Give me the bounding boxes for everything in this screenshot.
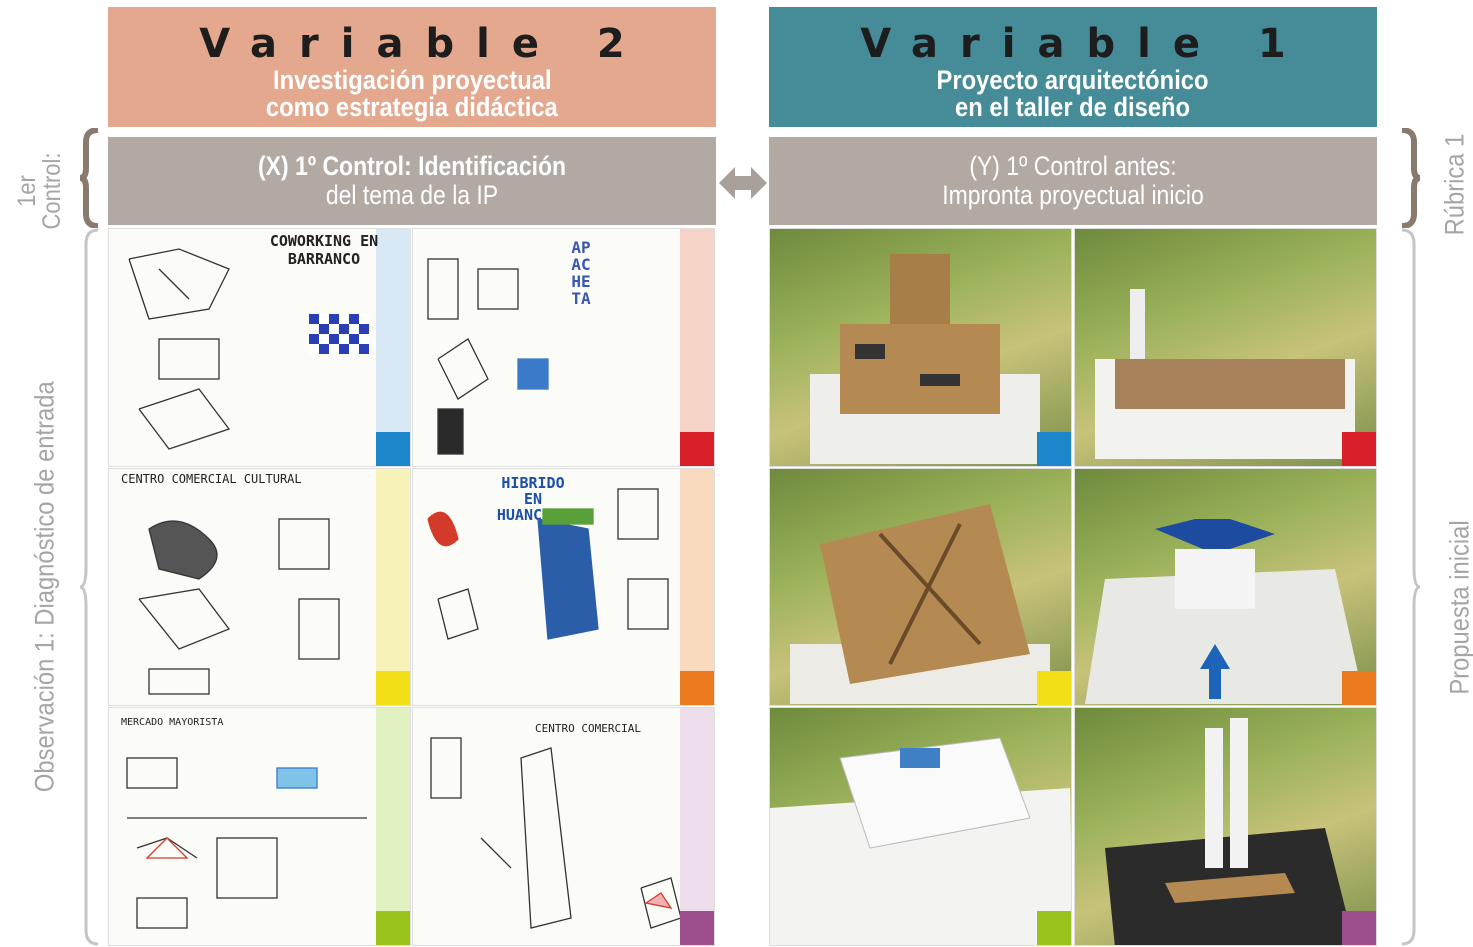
control-x-line2: del tema de la IP (325, 180, 499, 210)
poster-hibrido-title-line2: EN (523, 490, 543, 508)
poster-coworking-checker (309, 314, 369, 354)
photo-marker-purple (1342, 911, 1376, 945)
poster-apacheta-title: APACHETA (571, 238, 591, 308)
model-6-shape (1105, 718, 1355, 945)
double-arrow-icon (719, 167, 767, 199)
poster-centro-comercial-title: CENTRO COMERCIAL (535, 722, 641, 735)
photo-model-2 (1074, 228, 1377, 467)
poster-coworking-sketch (128, 248, 231, 450)
photo-model-1 (769, 228, 1072, 467)
marker-green (376, 911, 410, 945)
marker-purple (680, 911, 714, 945)
poster-centro-cultural-sketch (138, 518, 340, 695)
first-control-label: 1er Control: (0, 140, 80, 229)
poster-mercado: MERCADO MAYORISTA (108, 707, 411, 946)
poster-mercado-sketch (126, 757, 367, 929)
poster-mercado-title: MERCADO MAYORISTA (121, 717, 224, 728)
control-x-bar: (X) 1º Control: Identificación del tema … (108, 137, 716, 225)
model-5-shape (770, 737, 1071, 945)
proposal-label: Propuesta inicial (1444, 520, 1473, 695)
variable-2-title: Variable 2 (199, 21, 647, 67)
photo-marker-orange (1342, 671, 1376, 705)
marker-blue (376, 432, 410, 466)
photo-model-4 (1074, 468, 1377, 706)
rubric-label: Rúbrica 1 (1439, 133, 1470, 236)
poster-centro-cultural: CENTRO COMERCIAL CULTURAL (108, 468, 411, 706)
model-4-shape (1085, 519, 1365, 704)
poster-coworking-title-line2: BARRANCO (287, 250, 361, 268)
variable-1-header: Variable 1 Proyecto arquitectónico en el… (769, 7, 1377, 127)
poster-hibrido: HIBRIDO EN HUANCAYO (412, 468, 715, 706)
poster-apacheta-sketch (427, 258, 549, 455)
photo-marker-red (1342, 432, 1376, 466)
poster-coworking-title-line1: COWORKING EN (269, 232, 379, 250)
marker-orange (680, 671, 714, 705)
photo-model-6 (1074, 707, 1377, 946)
photo-marker-blue (1037, 432, 1071, 466)
first-control-line2: Control: (38, 152, 66, 230)
control-y-line1: (Y) 1º Control antes: (969, 151, 1177, 181)
variable-2-header: Variable 2 Investigación proyectual como… (108, 7, 716, 127)
control-x-line1: (X) 1º Control: Identificación (257, 151, 567, 181)
poster-centro-cultural-title: CENTRO COMERCIAL CULTURAL (121, 472, 302, 486)
photo-marker-green (1037, 911, 1071, 945)
poster-centro-comercial-sketch (430, 737, 681, 929)
right-brace-top (1401, 128, 1421, 228)
variable-1-subtitle-line1: Proyecto arquitectónico (936, 65, 1209, 95)
photo-model-3 (769, 468, 1072, 706)
poster-centro-comercial: CENTRO COMERCIAL (412, 707, 715, 946)
model-2-shape (1095, 289, 1355, 459)
marker-red (680, 432, 714, 466)
variable-1-title: Variable 1 (860, 21, 1308, 67)
left-brace-top (79, 128, 99, 228)
variable-2-subtitle-line1: Investigación proyectual (272, 65, 552, 95)
model-1-shape (810, 254, 1040, 464)
poster-hibrido-title-line1: HIBRIDO (501, 474, 565, 492)
variable-2-subtitle-line2: como estrategia didáctica (266, 92, 558, 122)
first-control-line1: 1er (13, 175, 41, 207)
poster-hibrido-sketch (427, 488, 669, 640)
model-3-shape (790, 504, 1050, 704)
right-brace-bottom (1401, 228, 1421, 946)
photo-marker-yellow (1037, 671, 1071, 705)
poster-apacheta: APACHETA (412, 228, 715, 467)
photo-model-5 (769, 707, 1072, 946)
observation-label: Observación 1: Diagnóstico de entrada (29, 381, 60, 793)
poster-coworking: COWORKING EN BARRANCO (108, 228, 411, 467)
left-brace-bottom (79, 228, 99, 946)
variable-1-subtitle-line2: en el taller de diseño (955, 92, 1191, 122)
control-y-line2: Impronta proyectual inicio (942, 180, 1204, 210)
marker-yellow (376, 671, 410, 705)
control-y-bar: (Y) 1º Control antes: Impronta proyectua… (769, 137, 1377, 225)
